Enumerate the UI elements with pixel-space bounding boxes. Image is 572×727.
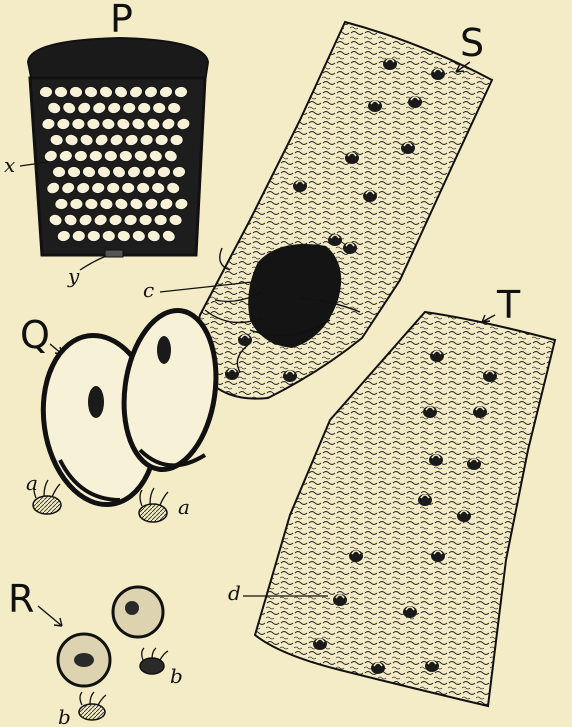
bark-mite bbox=[431, 550, 445, 562]
bark-mite bbox=[343, 242, 357, 254]
seed bbox=[104, 150, 117, 162]
bark-mite bbox=[483, 370, 497, 382]
figure-r-label: R bbox=[8, 577, 34, 621]
bark-mite bbox=[423, 406, 437, 418]
seed bbox=[137, 102, 150, 114]
figure-s-label: S bbox=[460, 21, 484, 65]
cup-drain-hole bbox=[105, 250, 123, 257]
figure-t-label: T bbox=[496, 283, 521, 327]
callout-t-arrow bbox=[482, 315, 495, 322]
bark-mite bbox=[368, 100, 382, 112]
seed bbox=[70, 198, 83, 209]
bean-left-hilum bbox=[88, 386, 104, 418]
mite-a-right bbox=[139, 488, 168, 522]
callout-b-left-label: b bbox=[58, 705, 71, 727]
seed bbox=[139, 214, 152, 225]
bark-mite bbox=[473, 406, 487, 418]
bark-mite bbox=[467, 458, 481, 470]
bark-mite bbox=[383, 58, 397, 70]
callout-r-arrow bbox=[38, 606, 62, 626]
figure-p bbox=[28, 38, 208, 257]
seed bbox=[87, 230, 100, 241]
figure-r bbox=[58, 587, 168, 720]
callout-a-left-label: a bbox=[26, 471, 38, 495]
figure-q bbox=[33, 305, 226, 522]
cup-rim bbox=[28, 38, 208, 82]
bark-mite bbox=[408, 96, 422, 108]
seed bbox=[89, 150, 102, 162]
bark-mite bbox=[333, 594, 347, 606]
seed bbox=[52, 166, 66, 178]
bark-mite bbox=[429, 454, 443, 466]
cyst-upper bbox=[113, 587, 163, 637]
bark-mite bbox=[349, 550, 363, 562]
bark-mite bbox=[431, 68, 445, 80]
bean-right-hilum bbox=[157, 336, 171, 364]
callout-y-line bbox=[80, 256, 106, 270]
bark-mite bbox=[225, 368, 239, 380]
seed bbox=[72, 118, 85, 129]
bark-mite bbox=[345, 152, 359, 164]
seed bbox=[39, 86, 53, 98]
bark-mite bbox=[283, 370, 297, 382]
cyst-lower-core bbox=[74, 653, 94, 667]
seed bbox=[122, 182, 135, 193]
callout-q-arrow bbox=[50, 344, 62, 354]
callout-y-label: y bbox=[67, 264, 80, 288]
callout-b-right-label: b bbox=[170, 664, 183, 688]
bark-mite bbox=[425, 660, 439, 672]
callout-x-label: x bbox=[4, 153, 15, 177]
callout-d-label: d bbox=[228, 581, 241, 605]
mite-b-left bbox=[79, 692, 106, 720]
bark-mite bbox=[238, 334, 252, 346]
bark-mite bbox=[313, 638, 327, 650]
bark-mite bbox=[457, 510, 471, 522]
mite-b-right bbox=[140, 648, 168, 674]
bark-mite bbox=[293, 180, 307, 192]
figure-p-label: P bbox=[110, 0, 133, 41]
seed bbox=[152, 102, 165, 114]
seed bbox=[102, 230, 116, 242]
bark-mite bbox=[363, 190, 377, 202]
seed bbox=[170, 134, 183, 145]
callout-a-right-label: a bbox=[178, 495, 190, 519]
bark-mite bbox=[403, 606, 417, 618]
bark-mite bbox=[430, 350, 444, 362]
bark-mite bbox=[371, 662, 385, 674]
bark-mite bbox=[401, 142, 415, 154]
callout-c-label: c bbox=[143, 278, 154, 302]
bark-mite bbox=[328, 234, 342, 246]
seed bbox=[154, 214, 168, 226]
seed bbox=[54, 86, 67, 97]
figure-q-label: Q bbox=[20, 313, 50, 357]
cyst-upper-core bbox=[125, 601, 139, 615]
bark-mite bbox=[418, 494, 432, 506]
